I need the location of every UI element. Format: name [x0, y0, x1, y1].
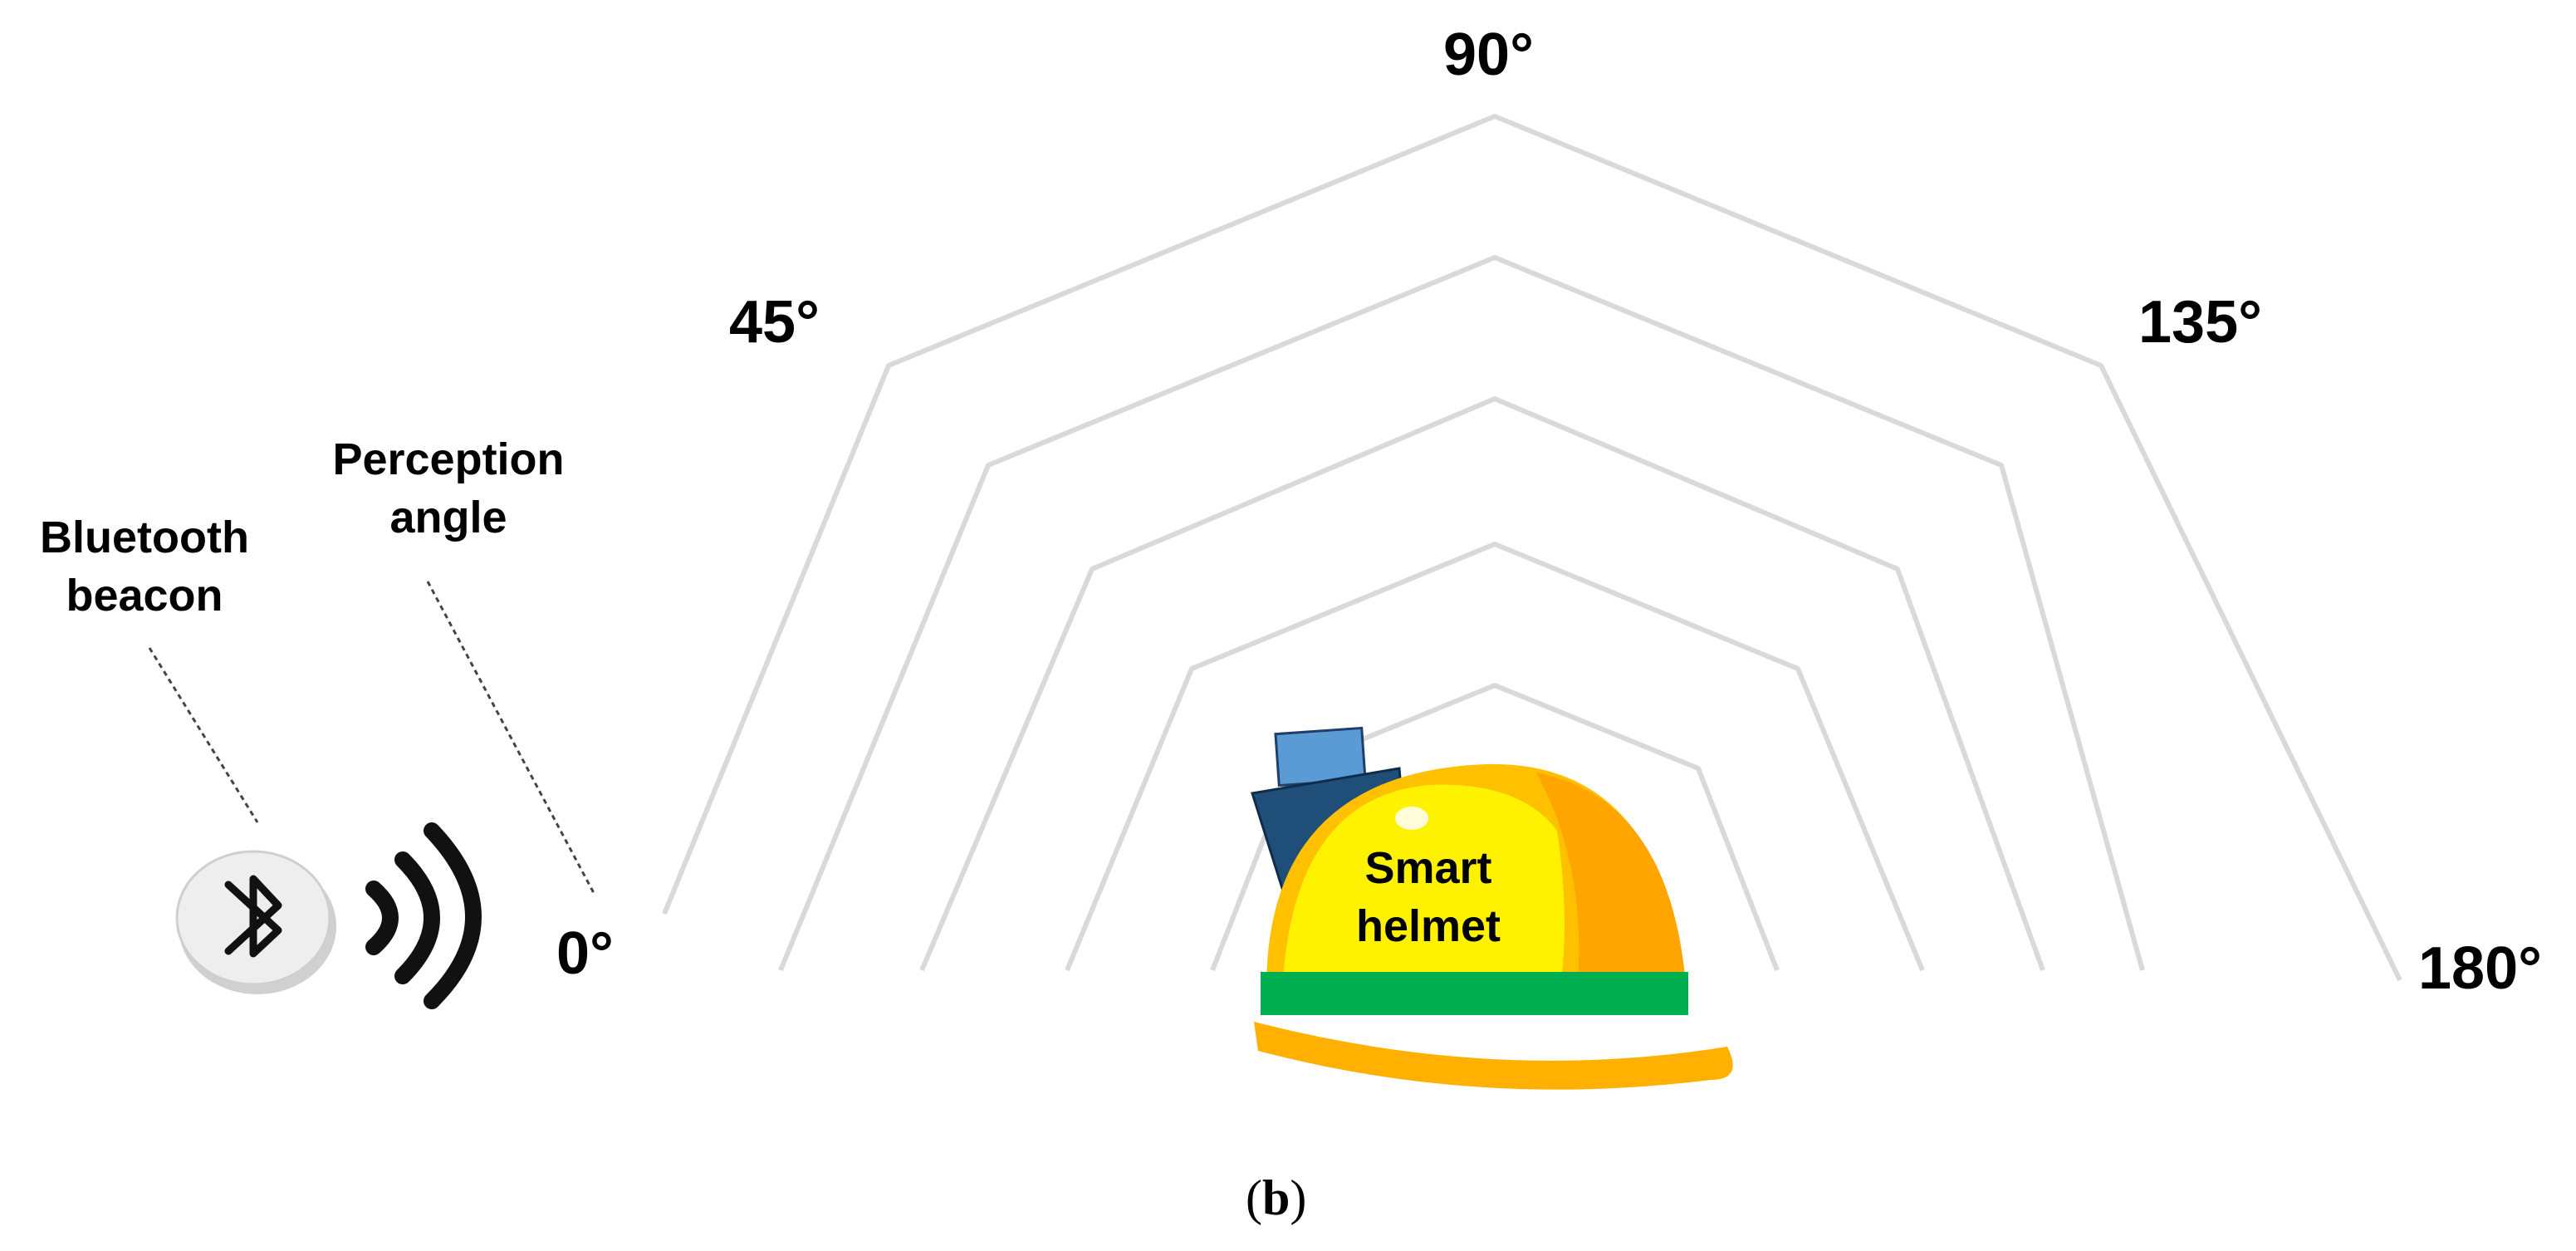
- beacon-leader-line: [148, 647, 259, 823]
- angle-label-45: 45°: [729, 289, 820, 356]
- ring-4: [778, 255, 2145, 972]
- bluetooth-icon: [224, 875, 282, 958]
- angle-label-0: 0°: [556, 920, 614, 987]
- angle-label-180: 180°: [2418, 935, 2542, 1002]
- ring-3: [919, 396, 2045, 972]
- helmet-shell-right: [1536, 773, 1686, 984]
- ring-5: [662, 114, 2402, 982]
- angle-label-135: 135°: [2138, 289, 2262, 356]
- caption-open: (: [1246, 1170, 1262, 1225]
- smart-helmet-label-line1: Smart: [1364, 843, 1492, 893]
- angle-rings: [662, 114, 2402, 982]
- helmet-shine: [1395, 807, 1428, 830]
- caption-close: ): [1290, 1170, 1307, 1225]
- bluetooth-beacon-label-line1: Bluetooth: [40, 513, 249, 562]
- bluetooth-beacon-label: Bluetooth beacon: [15, 508, 274, 625]
- perception-angle-label-line1: Perception: [332, 434, 565, 484]
- caption-letter: b: [1261, 1170, 1290, 1225]
- smart-helmet-label: Smart helmet: [1345, 839, 1511, 955]
- bluetooth-beacon-label-line2: beacon: [66, 571, 223, 621]
- bluetooth-beacon-icon: [175, 850, 336, 994]
- perception-leader-line: [426, 581, 595, 894]
- perception-angle-label: Perception angle: [303, 430, 594, 547]
- signal-waves-icon: [365, 822, 482, 1009]
- ring-2: [1065, 542, 1925, 972]
- perception-angle-label-line2: angle: [389, 493, 507, 543]
- angle-label-90: 90°: [1443, 22, 1534, 88]
- smart-helmet-label-line2: helmet: [1355, 901, 1501, 952]
- helmet-band: [1261, 972, 1688, 1015]
- helmet-brim: [1254, 1022, 1733, 1090]
- helmet-highlight: [1283, 784, 1565, 980]
- helmet-icon: [1251, 726, 1733, 1090]
- figure-caption: (b): [1246, 1170, 1306, 1227]
